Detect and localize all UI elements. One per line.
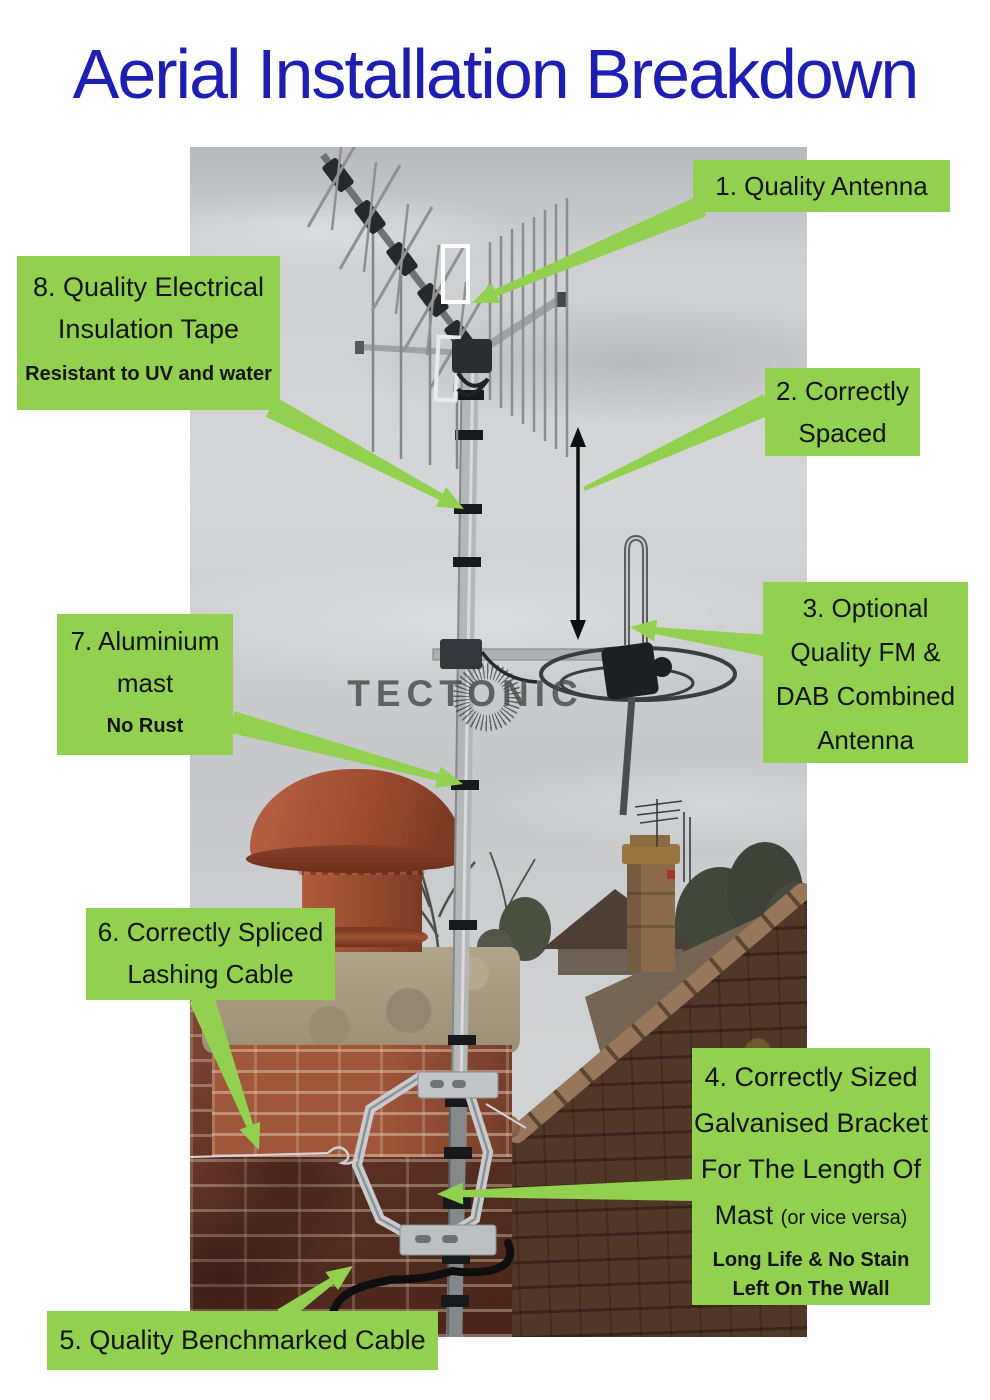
arrow-to-mast: [229, 711, 439, 781]
callout-subtext: No Rust: [106, 715, 184, 737]
callout-text: 3. Optional: [802, 593, 929, 623]
callout-quality-antenna: 1. Quality Antenna: [693, 160, 950, 212]
callout-subtext: Long Life & No Stain Left On The Wall: [692, 1246, 930, 1304]
fm-dab-antenna: [432, 534, 737, 816]
callout-text: Quality FM &: [790, 637, 941, 667]
callout-text: 8. Quality Electrical: [32, 272, 265, 302]
callout-text: Mast (or vice versa): [692, 1192, 930, 1241]
arrow-to-bracket-head: [437, 1182, 464, 1205]
arrow-to-tape: [265, 397, 443, 500]
callout-text: DAB Combined: [775, 681, 956, 711]
callout-text: Insulation Tape: [57, 314, 240, 344]
page-title: Aerial Installation Breakdown: [72, 35, 920, 113]
callout-text: mast: [116, 668, 174, 698]
callout-lashing-cable: 6. Correctly Spliced Lashing Cable: [86, 908, 335, 1000]
antenna-junction-clamp: [452, 339, 492, 373]
callout-correctly-spaced: 2. Correctly Spaced: [765, 368, 920, 456]
callout-text: Antenna: [817, 725, 914, 755]
callout-subtext: Resistant to UV and water: [25, 363, 272, 385]
callout-text: Lashing Cable: [127, 959, 294, 989]
arrow-to-fm-antenna: [655, 627, 770, 657]
arrow-to-tape-head: [435, 487, 464, 509]
arrow-to-antenna: [494, 195, 707, 297]
callout-text: 6. Correctly Spliced: [97, 917, 324, 947]
spacing-arrowhead: [570, 620, 586, 640]
spacing-arrowhead: [570, 427, 586, 447]
arrow-to-fm-antenna-head: [630, 619, 658, 642]
distant-tv-aerial: [634, 799, 691, 882]
antenna-cable-loop: [456, 371, 490, 398]
arrow-to-lashing: [188, 992, 254, 1127]
callout-text: 7. Aluminium: [70, 626, 220, 656]
arrow-to-cable-head: [325, 1266, 353, 1290]
aerial-installation-photo: TECTONIC: [190, 147, 807, 1337]
callout-text: Mast: [714, 1200, 774, 1230]
coax-cable: [326, 1239, 515, 1337]
callout-text: 5. Quality Benchmarked Cable: [59, 1325, 426, 1355]
callout-galvanised-bracket: 4. Correctly Sized Galvanised Bracket Fo…: [692, 1048, 930, 1305]
arrow-to-antenna-head: [472, 282, 501, 304]
dipole-white-frame: [441, 244, 470, 304]
callout-aluminium-mast: 7. Aluminium mast No Rust: [57, 614, 233, 755]
callout-note: (or vice versa): [780, 1207, 908, 1229]
arrow-to-bracket: [462, 1179, 695, 1201]
callout-text: Spaced: [798, 418, 887, 448]
callout-text: For The Length Of: [700, 1154, 922, 1184]
distant-chimney: [622, 835, 680, 972]
antenna-grid-rods: [488, 198, 569, 457]
watermark-sunburst: [450, 660, 524, 734]
callout-benchmarked-cable: 5. Quality Benchmarked Cable: [47, 1311, 438, 1370]
arrow-to-mast-head: [435, 766, 463, 788]
installation-hardware: [190, 147, 737, 1337]
chimney-cowl-lip: [246, 845, 466, 873]
watermark: TECTONIC: [347, 673, 584, 714]
callout-text: 2. Correctly: [776, 376, 909, 406]
arrow-to-lashing-head: [239, 1121, 261, 1150]
callout-fm-dab-antenna: 3. Optional Quality FM & DAB Combined An…: [763, 582, 968, 763]
callout-text: Galvanised Bracket: [693, 1108, 929, 1138]
arrow-to-spacing: [583, 394, 773, 491]
wall-bracket: [351, 1071, 499, 1256]
callout-text: 4. Correctly Sized: [704, 1062, 918, 1092]
callout-subtext-line: Long Life & No Stain: [712, 1249, 910, 1271]
lashing-wire: [190, 1103, 527, 1165]
callout-insulation-tape: 8. Quality Electrical Insulation Tape Re…: [17, 256, 280, 410]
red-marker: [667, 870, 675, 879]
callout-subtext-line: Left On The Wall: [732, 1278, 890, 1300]
callout-text: 1. Quality Antenna: [715, 171, 928, 201]
